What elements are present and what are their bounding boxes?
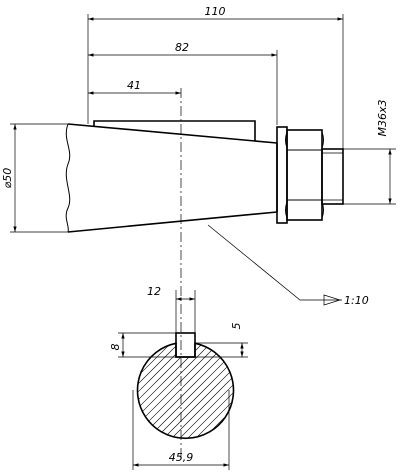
dim-key-height: 8 bbox=[109, 344, 122, 351]
key-seat bbox=[93, 120, 256, 141]
nut bbox=[285, 129, 324, 221]
extension-lines bbox=[10, 14, 396, 233]
section-extension-lines bbox=[118, 290, 248, 470]
taper-cone bbox=[67, 123, 278, 233]
section-view bbox=[136, 332, 235, 440]
dim-section-size: 45,9 bbox=[169, 451, 194, 464]
taper-leader bbox=[207, 224, 342, 306]
dim-thread: M36x3 bbox=[376, 100, 389, 137]
key bbox=[175, 332, 196, 358]
dim-key-depth: 5 bbox=[230, 323, 243, 330]
break-line bbox=[65, 123, 71, 233]
dim-cone-length: 82 bbox=[175, 41, 189, 54]
dim-diameter: ⌀50 bbox=[1, 168, 14, 189]
dim-taper: 1:10 bbox=[344, 294, 369, 307]
side-view bbox=[65, 120, 344, 233]
dim-overall-length: 110 bbox=[205, 5, 226, 18]
threaded-end bbox=[321, 148, 344, 205]
dim-half-length: 41 bbox=[127, 79, 141, 92]
dim-key-width: 12 bbox=[147, 285, 161, 298]
section-hatching bbox=[137, 343, 234, 439]
